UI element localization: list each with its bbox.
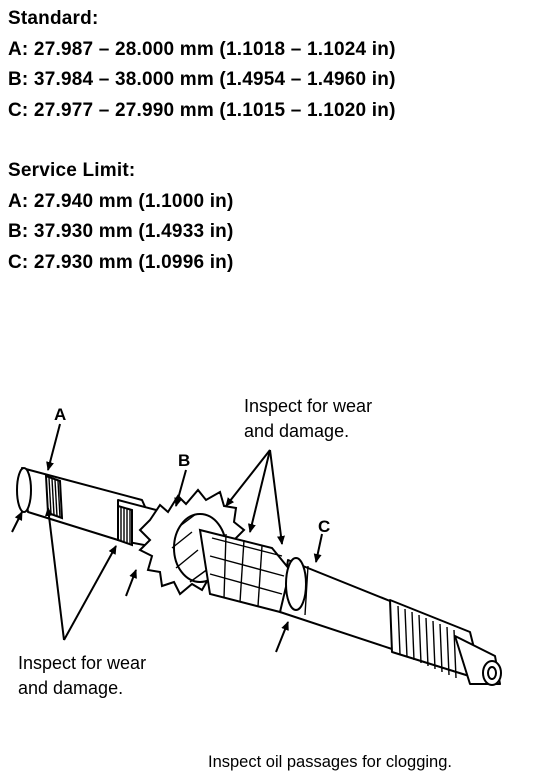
service-limit-line-c: C: 27.930 mm (1.0996 in) [8, 251, 234, 273]
leader-lines [11, 423, 323, 653]
bearing-journal-c [285, 557, 309, 616]
standard-line-b: B: 37.984 – 38.000 mm (1.4954 – 1.4960 i… [8, 69, 396, 90]
standard-line-a: A: 27.987 – 28.000 mm (1.1018 – 1.1024 i… [8, 38, 396, 60]
service-limit-line-a: A: 27.940 mm (1.1000 in) [8, 190, 234, 212]
standard-line-c: C: 27.977 – 27.990 mm (1.1015 – 1.1020 i… [8, 99, 396, 121]
spline-end [397, 605, 457, 679]
label-wear-top-line2: and damage. [244, 421, 349, 441]
specifications-block: Standard: A: 27.987 – 28.000 mm (1.1018 … [8, 4, 396, 278]
label-c: C [318, 517, 330, 536]
label-a: A [54, 405, 66, 424]
service-limit-line-b: B: 37.930 mm (1.4933 in) [8, 221, 234, 242]
label-b: B [178, 451, 190, 470]
label-oil-passages: Inspect oil passages for clogging. [208, 753, 452, 771]
label-wear-top-line1: Inspect for wear [244, 396, 372, 416]
service-limit-heading: Service Limit: [8, 160, 136, 181]
standard-heading: Standard: [8, 8, 99, 29]
label-wear-left-line2: and damage. [18, 678, 123, 698]
label-wear-left-line1: Inspect for wear [18, 653, 146, 673]
spline-b-collar [117, 504, 133, 547]
spline-hub [198, 528, 292, 614]
